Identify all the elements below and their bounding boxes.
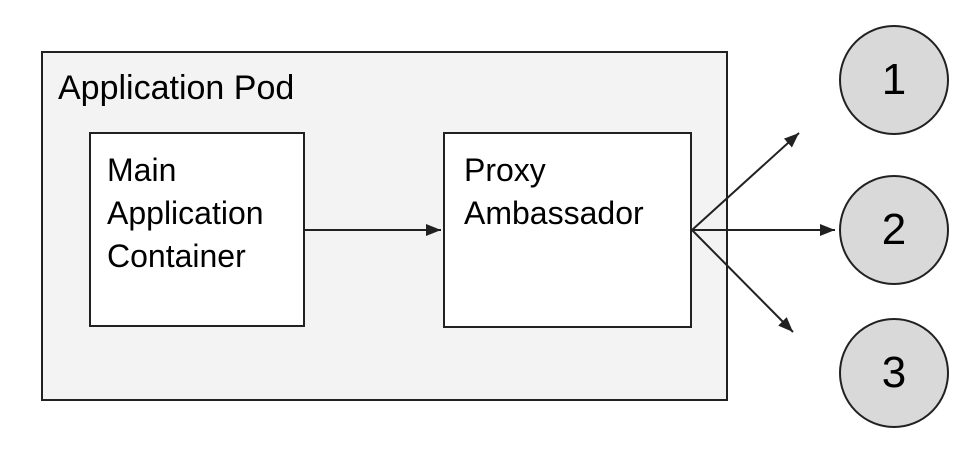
endpoint-circle-2-label: 2	[881, 205, 907, 254]
node-proxy-ambassador: Proxy Ambassador	[443, 132, 692, 328]
endpoint-circle-3-label: 3	[881, 348, 907, 397]
endpoint-circle-1: 1	[839, 25, 949, 135]
application-pod-label: Application Pod	[58, 69, 295, 107]
node-main-application-container-label: Main Application Container	[107, 152, 264, 274]
endpoint-circle-1-label: 1	[881, 55, 907, 104]
node-proxy-ambassador-label: Proxy Ambassador	[464, 152, 644, 231]
node-main-application-container: Main Application Container	[89, 132, 305, 327]
endpoint-circle-3: 3	[839, 318, 949, 428]
endpoint-circle-2: 2	[839, 175, 949, 285]
